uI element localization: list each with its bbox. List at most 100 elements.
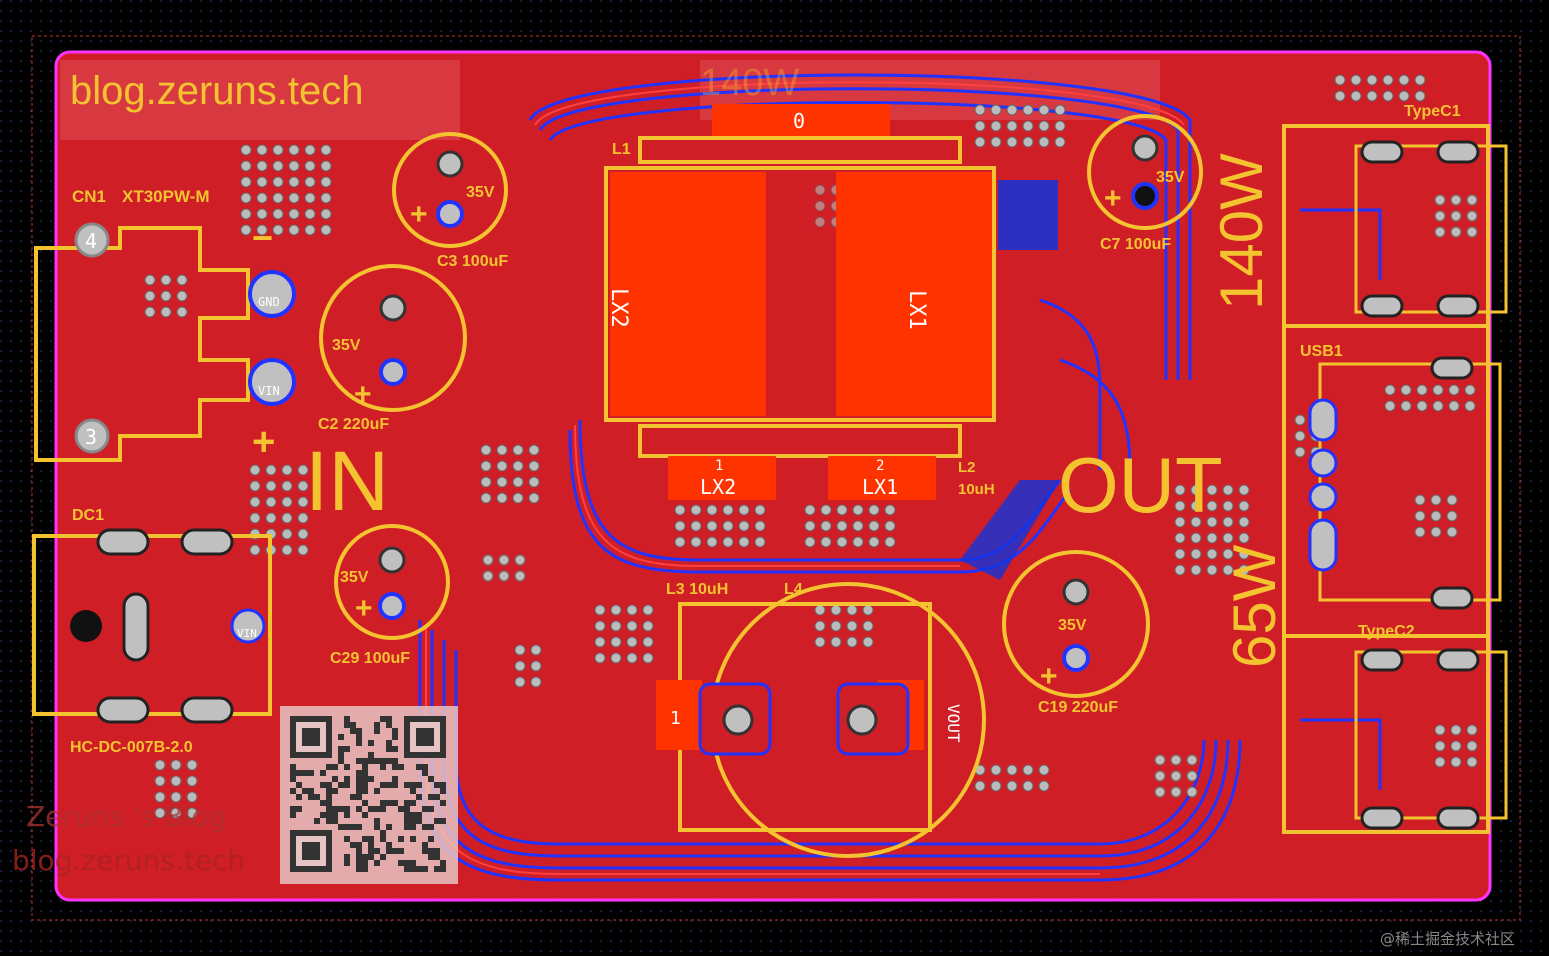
qr-module xyxy=(392,800,398,806)
via xyxy=(1206,484,1218,496)
qr-module xyxy=(416,764,422,770)
qr-module xyxy=(344,812,350,818)
via xyxy=(496,460,508,472)
ghost-title: 140W xyxy=(700,62,799,104)
via xyxy=(288,192,300,204)
usb1-connector[interactable]: USB1 xyxy=(1282,324,1502,638)
via xyxy=(272,192,284,204)
qr-module xyxy=(344,722,350,728)
qr-module xyxy=(362,758,368,764)
cap-c29[interactable]: 35V + C29 100uF xyxy=(330,524,450,667)
qr-module xyxy=(344,764,350,770)
via xyxy=(1414,526,1426,538)
via xyxy=(610,620,622,632)
via xyxy=(496,444,508,456)
l1-label: L1 xyxy=(612,141,631,158)
cn1-ref: CN1 xyxy=(72,187,106,206)
via xyxy=(1190,516,1202,528)
via xyxy=(1174,564,1186,576)
via xyxy=(610,604,622,616)
via xyxy=(1222,564,1234,576)
c3-voltage: 35V xyxy=(466,184,495,201)
qr-module xyxy=(398,806,404,812)
via xyxy=(1038,764,1050,776)
via xyxy=(1350,74,1362,86)
via xyxy=(626,652,638,664)
via xyxy=(170,759,182,771)
qr-module xyxy=(338,824,344,830)
typec2-connector[interactable]: TypeC2 xyxy=(1282,623,1508,834)
via xyxy=(846,636,858,648)
qr-module xyxy=(356,788,362,794)
lx1-top: LX1 xyxy=(904,290,929,330)
via xyxy=(1432,400,1444,412)
cap-c19[interactable]: 35V + C19 220uF xyxy=(1002,550,1150,716)
via xyxy=(297,544,309,556)
via xyxy=(884,536,896,548)
via xyxy=(144,274,156,286)
qr-module xyxy=(380,758,386,764)
c19-plus: + xyxy=(1040,660,1058,693)
copper-zone xyxy=(960,480,1060,580)
qr-module xyxy=(416,794,422,800)
qr-module xyxy=(374,818,380,824)
cap-c7[interactable]: 35V + C7 100uF xyxy=(1087,114,1203,253)
blog-watermark: Zeruns 's Blog xyxy=(26,800,226,833)
via xyxy=(256,144,268,156)
qr-module xyxy=(356,740,362,746)
via xyxy=(281,528,293,540)
qr-module xyxy=(356,860,362,866)
qr-module xyxy=(392,758,398,764)
via xyxy=(154,759,166,771)
inductor-l3-l4[interactable]: L3 10uH L4 1 VOUT xyxy=(656,581,986,858)
via xyxy=(240,192,252,204)
via xyxy=(990,136,1002,148)
via xyxy=(990,120,1002,132)
via xyxy=(1206,516,1218,528)
qr-module xyxy=(410,782,416,788)
via xyxy=(754,536,766,548)
cap-c2[interactable]: 35V + C2 220uF xyxy=(318,264,467,433)
via xyxy=(814,636,826,648)
plus-mark: + xyxy=(252,420,275,464)
dc1-connector[interactable]: DC1 VIN HC-DC-007B-2.0 xyxy=(32,507,272,756)
via xyxy=(528,476,540,488)
via xyxy=(498,570,510,582)
qr-module xyxy=(296,806,302,812)
via xyxy=(814,184,826,196)
via xyxy=(530,660,542,672)
via xyxy=(852,536,864,548)
minus-mark: − xyxy=(252,217,273,258)
lx1-pin: 2 xyxy=(876,458,884,474)
cn1-connector[interactable]: CN1 XT30PW-M 4 3 GND VIN − + xyxy=(34,187,296,464)
via xyxy=(974,136,986,148)
qr-module xyxy=(368,842,374,848)
qr-module xyxy=(338,782,344,788)
qr-module xyxy=(344,860,350,866)
l2-label: L2 xyxy=(958,459,976,476)
via xyxy=(706,520,718,532)
via xyxy=(1294,446,1306,458)
qr-module xyxy=(380,830,386,836)
qr-module xyxy=(422,764,428,770)
via xyxy=(265,480,277,492)
qr-module xyxy=(356,824,362,830)
via xyxy=(320,144,332,156)
via xyxy=(1398,74,1410,86)
via xyxy=(530,676,542,688)
qr-module xyxy=(392,764,398,770)
qr-module xyxy=(344,854,350,860)
qr-module xyxy=(380,800,386,806)
qr-module xyxy=(392,734,398,740)
via xyxy=(846,620,858,632)
qr-module xyxy=(440,866,446,872)
via xyxy=(1416,400,1428,412)
via xyxy=(1154,754,1166,766)
cap-c3[interactable]: 35V + C3 100uF xyxy=(392,132,508,270)
qr-module xyxy=(344,776,350,782)
c29-voltage: 35V xyxy=(340,569,369,586)
inductor-l1[interactable]: 0 L1 LX2 LX1 1 LX2 2 LX1 L2 10uH xyxy=(604,104,996,500)
via xyxy=(512,444,524,456)
via xyxy=(482,570,494,582)
via xyxy=(498,554,510,566)
